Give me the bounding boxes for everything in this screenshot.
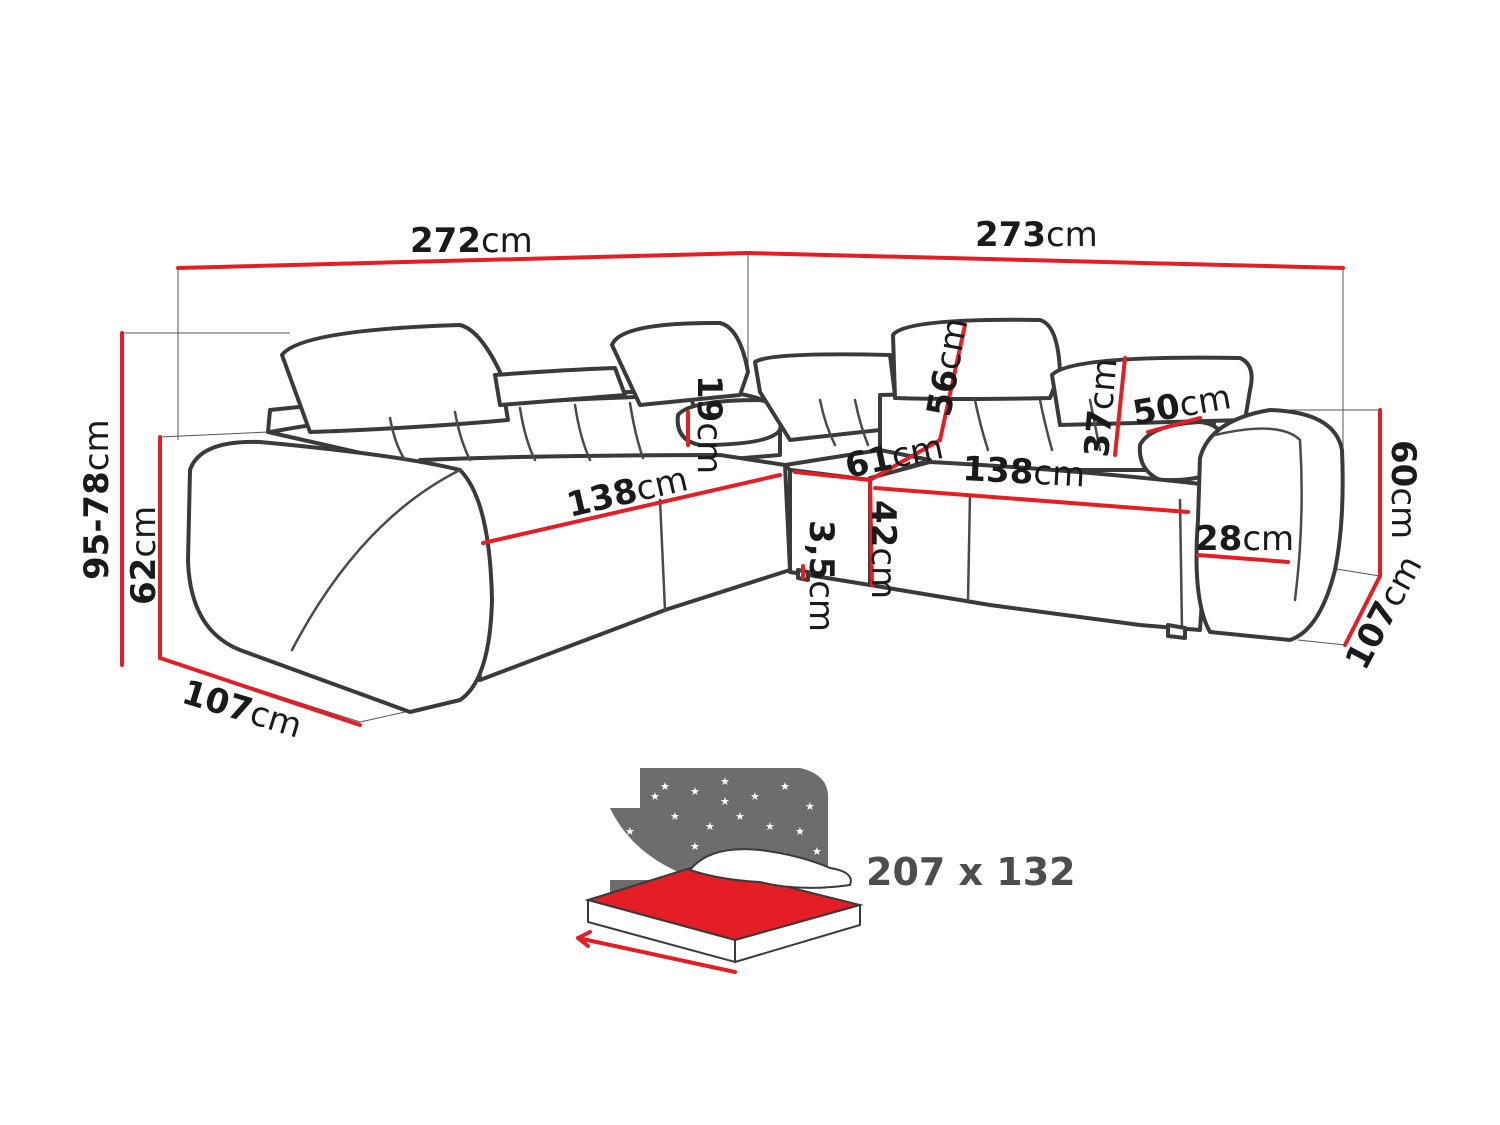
dim-height-total: 95-78cm: [77, 419, 117, 580]
dimension-labels: 272cm 273cm 95-78cm 62cm 107cm 138cm 19c…: [77, 215, 1431, 747]
headrest-left-1: [280, 323, 510, 434]
svg-text:★: ★: [805, 800, 815, 813]
sofa-outline: [186, 317, 1345, 714]
svg-text:★: ★: [625, 825, 635, 838]
bed-length-arrow: [576, 930, 737, 974]
dim-seat-height: 42cm: [863, 500, 903, 599]
dim-depth-right: 107cm: [1338, 549, 1431, 676]
armrest-right: [1194, 408, 1345, 642]
sleeping-area-label: 207 x 132: [866, 850, 1076, 894]
bed-side: [734, 903, 861, 964]
dim-armrest-width: 28cm: [1195, 519, 1294, 559]
svg-text:★: ★: [750, 790, 760, 803]
dim-armrest-height: 19cm: [689, 375, 729, 474]
dim-side-height: 60cm: [1383, 440, 1423, 539]
dim-height-back: 62cm: [124, 506, 164, 605]
dim-leg-height: 3,5cm: [801, 520, 841, 632]
headrest-left-2: [610, 320, 750, 407]
foot: [1166, 623, 1187, 640]
bolster-corner-left: [675, 398, 783, 447]
dim-width-right: 273cm: [975, 215, 1098, 255]
svg-text:★: ★: [660, 780, 670, 793]
armrest-right-seam: [1213, 427, 1303, 602]
svg-text:★: ★: [720, 775, 730, 788]
dim-width-left: 272cm: [410, 221, 533, 261]
svg-text:★: ★: [812, 845, 822, 858]
dim-headrest-height: 56cm: [919, 315, 976, 420]
svg-text:★: ★: [690, 785, 700, 798]
armrest-left: [186, 439, 494, 714]
svg-text:★: ★: [690, 840, 700, 853]
svg-text:★: ★: [795, 825, 805, 838]
armrest-left-seam: [290, 468, 462, 652]
svg-text:★: ★: [720, 795, 730, 808]
svg-text:★: ★: [705, 820, 715, 833]
pillows: [688, 848, 852, 889]
svg-text:★: ★: [670, 810, 680, 823]
svg-text:★: ★: [780, 780, 790, 793]
dimension-lines: [120, 251, 1382, 727]
svg-text:★: ★: [650, 790, 660, 803]
dim-bolster-length: 50cm: [1130, 377, 1235, 434]
svg-text:★: ★: [765, 820, 775, 833]
sleeping-area-icon: ★★★ ★★★ ★★★ ★★★ ★★★ ★★★ 207 x 132: [576, 768, 1076, 974]
dim-seat-right: 138cm: [962, 449, 1087, 495]
svg-text:★: ★: [640, 850, 650, 863]
dim-corner-depth: 61cm: [842, 427, 947, 487]
headrest-right-2: [1050, 355, 1254, 427]
moon-curve: [610, 808, 700, 880]
dim-cushion-height: 37cm: [1077, 357, 1125, 459]
headrest-right-1: [891, 317, 1062, 401]
svg-text:★: ★: [735, 810, 745, 823]
bolster-left: [493, 366, 627, 407]
